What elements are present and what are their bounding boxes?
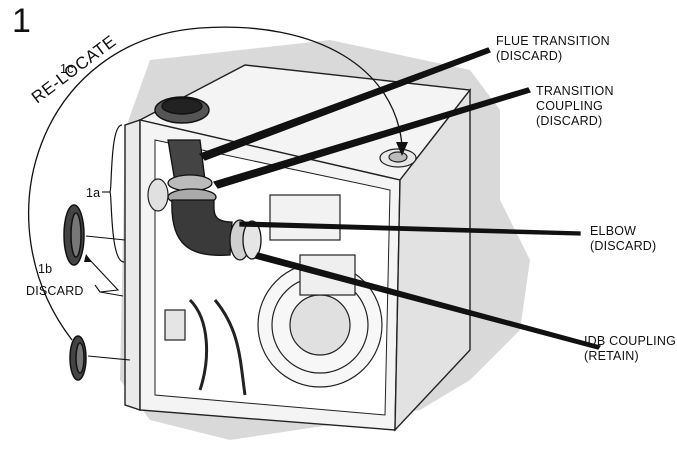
discard-arrow-1 [87, 257, 120, 293]
label-elbow: ELBOW (DISCARD) [590, 224, 657, 253]
fan-assembly [164, 194, 383, 396]
label-idb-coupling: IDB COUPLING (RETAIN) [584, 334, 676, 363]
flue-cap [154, 96, 210, 124]
leader-idb-coupling [253, 252, 602, 350]
leader-plug-1b [87, 355, 131, 361]
label-1b: 1b [38, 262, 53, 276]
plug-1a [63, 204, 85, 266]
label-discard: DISCARD [26, 284, 84, 298]
leader-elbow [239, 221, 581, 236]
relocate-arrow-head [396, 142, 408, 156]
leader-transition-coupling [212, 87, 531, 189]
left-side-port [147, 178, 169, 212]
leader-plug-1a [85, 235, 126, 241]
label-leaders [198, 47, 602, 350]
bracket-1a [109, 124, 125, 263]
step-number: 1 [12, 2, 31, 40]
cabinet-right-side [394, 87, 471, 432]
label-1a: 1a [86, 186, 101, 200]
discard-arrow-head [84, 254, 92, 262]
elbow-body [171, 199, 233, 257]
plug-1b [69, 335, 87, 381]
leader-flue-transition [198, 47, 491, 161]
discard-arrow-2 [99, 291, 124, 297]
flue-pipe [167, 139, 262, 261]
top-outlet [379, 148, 417, 168]
cabinet-left-side [124, 119, 141, 411]
relocate-arc [28, 26, 403, 341]
label-transition-coupling: TRANSITION COUPLING (DISCARD) [536, 84, 614, 128]
label-1c: 1c [60, 62, 74, 76]
label-flue-transition: FLUE TRANSITION (DISCARD) [496, 34, 610, 63]
